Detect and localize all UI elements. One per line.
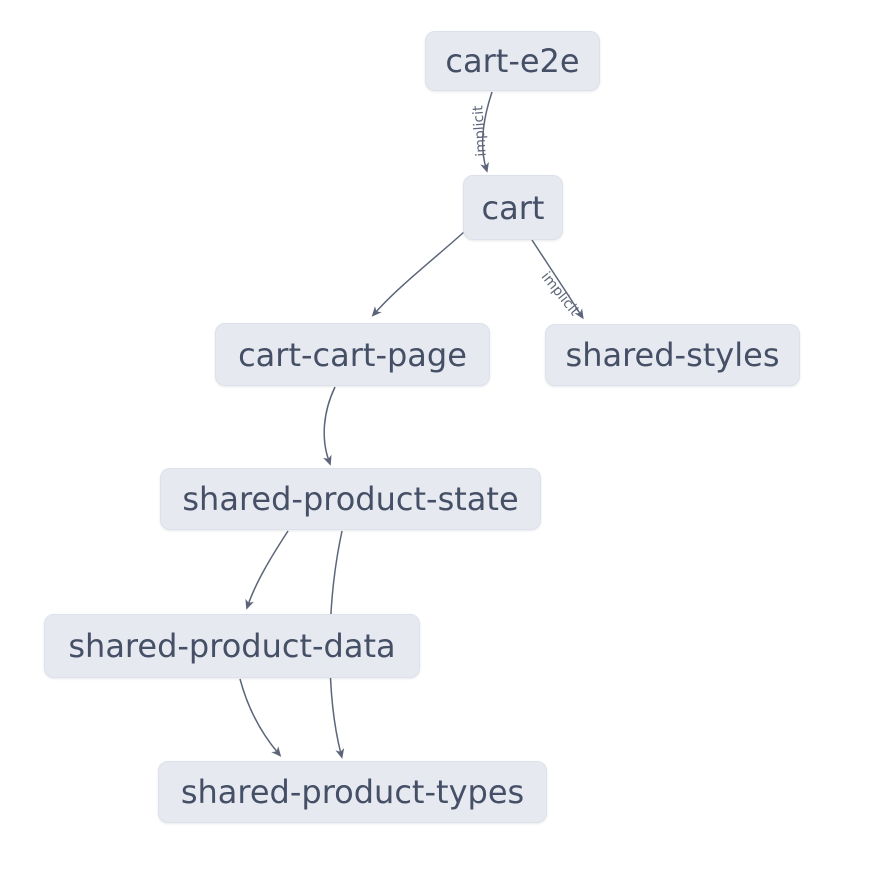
graph-node-label: shared-styles <box>565 336 780 374</box>
graph-node-label: shared-product-data <box>68 627 396 665</box>
edge-cart-to-cart-cart-page <box>371 231 465 317</box>
graph-node-label: cart-e2e <box>445 42 580 80</box>
edge-cart-to-shared-styles <box>531 239 584 320</box>
edge-label-cart-e2e-to-cart: implicit <box>470 104 490 158</box>
graph-node-label: cart <box>481 188 545 227</box>
graph-node-cart-cart-page[interactable]: cart-cart-page <box>215 323 490 386</box>
edge-shared-product-state-to-shared-product-data <box>245 530 289 610</box>
graph-node-shared-product-types[interactable]: shared-product-types <box>158 761 547 823</box>
edge-shared-product-data-to-shared-product-types <box>239 678 282 757</box>
graph-node-cart[interactable]: cart <box>463 175 563 240</box>
graph-node-label: shared-product-state <box>182 480 519 518</box>
graph-node-label: cart-cart-page <box>238 335 467 374</box>
graph-node-shared-product-data[interactable]: shared-product-data <box>44 614 420 678</box>
edge-label-cart-to-shared-styles: implicit <box>537 269 583 319</box>
edge-cart-cart-page-to-shared-product-state <box>323 386 336 466</box>
graph-node-shared-styles[interactable]: shared-styles <box>545 324 800 386</box>
edge-cart-e2e-to-cart <box>480 91 493 173</box>
graph-node-shared-product-state[interactable]: shared-product-state <box>160 468 541 530</box>
graph-node-cart-e2e[interactable]: cart-e2e <box>425 31 600 91</box>
graph-node-label: shared-product-types <box>180 773 525 811</box>
